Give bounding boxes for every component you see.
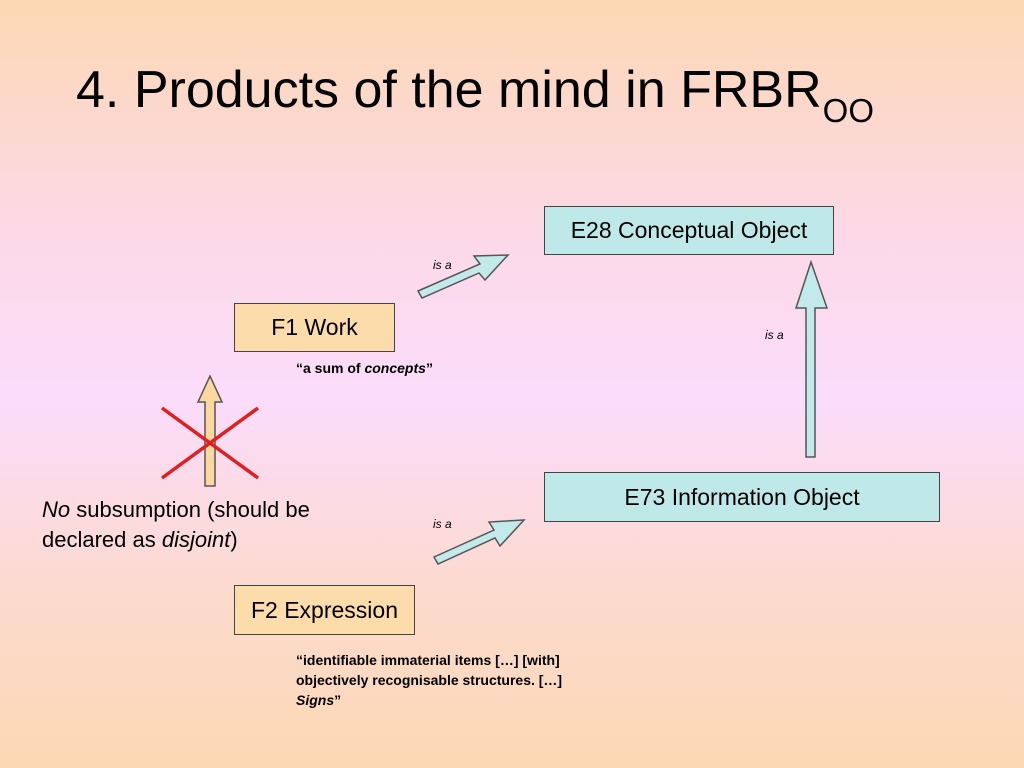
f1-quote-em: concepts bbox=[364, 360, 426, 376]
arrow-f1-to-e28 bbox=[416, 254, 510, 299]
slide-title: 4. Products of the mind in FRBROO bbox=[76, 61, 874, 128]
node-f1-label: F1 Work bbox=[271, 314, 358, 340]
arrow-e73-to-e28 bbox=[794, 259, 829, 458]
node-e28-label: E28 Conceptual Object bbox=[570, 217, 808, 243]
f2-quote-line1: “identifiable immaterial items […] [with… bbox=[296, 652, 560, 668]
subsumption-note: No subsumption (should be declared as di… bbox=[42, 495, 310, 555]
note-text3: ) bbox=[230, 527, 238, 552]
relation-label-e73-e28: is a bbox=[765, 328, 784, 342]
f1-quote-post: ” bbox=[425, 360, 433, 376]
arrow-f2-to-f1-crossed bbox=[196, 374, 224, 487]
red-cross-icon bbox=[160, 406, 260, 480]
f2-definition-quote: “identifiable immaterial items […] [with… bbox=[296, 650, 562, 710]
title-subscript: OO bbox=[822, 92, 874, 129]
f2-quote-post: ” bbox=[334, 692, 342, 708]
node-f2-label: F2 Expression bbox=[250, 596, 398, 623]
note-text2: declared as bbox=[42, 527, 162, 552]
note-em-no: No bbox=[42, 497, 71, 522]
node-e73-information-object: E73 Information Object bbox=[544, 472, 940, 522]
node-e73-label: E73 Information Object bbox=[624, 483, 860, 510]
title-text: 4. Products of the mind in FRBR bbox=[76, 61, 822, 119]
f2-quote-line2: objectively recognisable structures. […] bbox=[296, 672, 563, 688]
relation-label-f2-e73: is a bbox=[433, 517, 452, 531]
relation-label-f1-e28: is a bbox=[433, 258, 452, 272]
node-f2-expression: F2 Expression bbox=[234, 585, 415, 635]
node-f1-work: F1 Work bbox=[234, 303, 395, 352]
f2-quote-em: Signs bbox=[296, 692, 335, 708]
node-e28-conceptual-object: E28 Conceptual Object bbox=[544, 206, 834, 255]
f1-definition-quote: “a sum of concepts” bbox=[296, 358, 433, 378]
note-text1: subsumption (should be bbox=[70, 497, 310, 522]
f1-quote-pre: “a sum of bbox=[296, 360, 365, 376]
arrow-f2-to-e73 bbox=[432, 519, 526, 565]
note-em-disjoint: disjoint bbox=[161, 527, 231, 552]
